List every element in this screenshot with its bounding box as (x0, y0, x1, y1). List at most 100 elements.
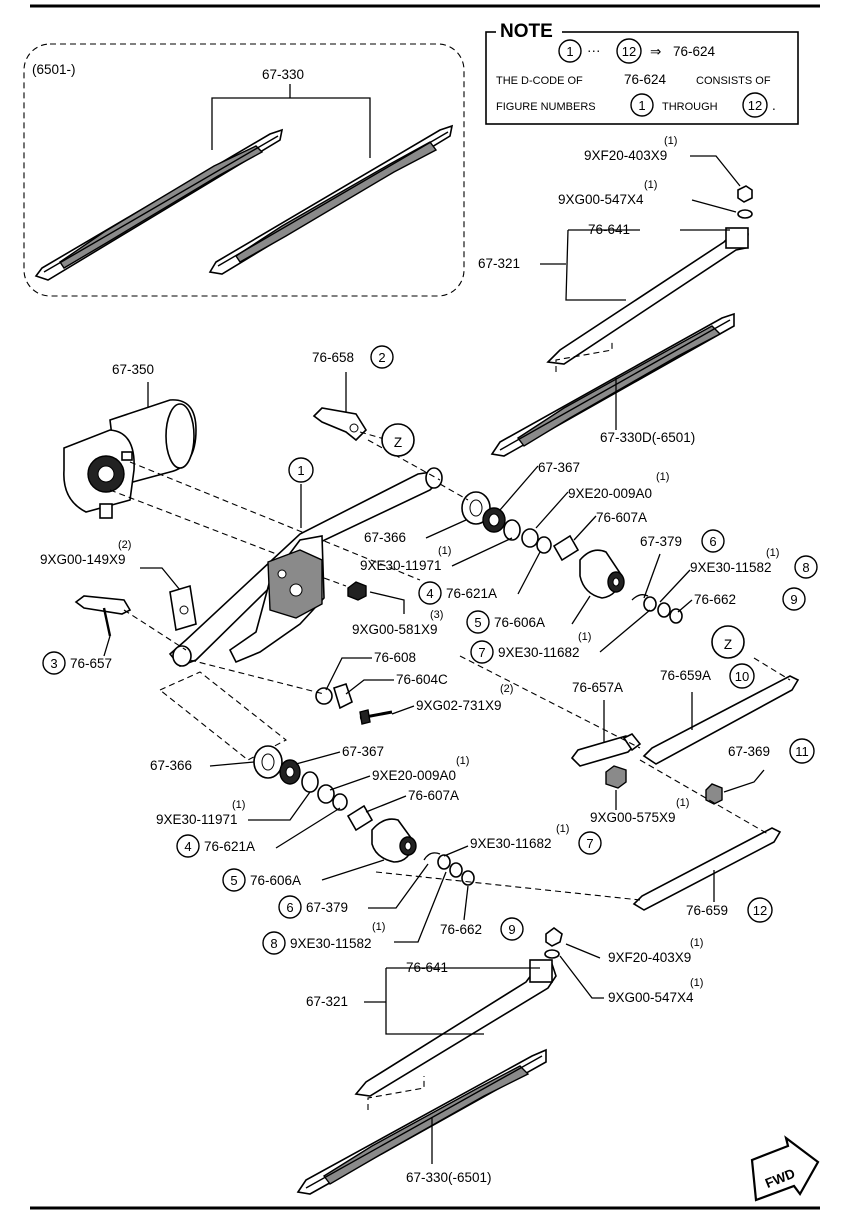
part-label: 76-659 (686, 903, 728, 918)
qty: (1) (438, 545, 451, 557)
figure-number-circle (262, 931, 286, 955)
figure-number: 8 (802, 560, 809, 575)
part-label: 9XE30-11682 (498, 645, 580, 660)
part-label: 67-366 (150, 758, 192, 773)
figure-number-circle (782, 587, 806, 611)
part-label: 76-604C (396, 672, 448, 687)
note-range-end-circle (616, 38, 642, 64)
part-label: 76-607A (596, 510, 647, 525)
wiper-motor (63, 382, 197, 519)
figure-number: 11 (795, 744, 809, 759)
part-label: 9XE30-11582 (290, 936, 372, 951)
qty: (1) (676, 797, 689, 809)
inset-wiper-blade-right (208, 124, 454, 275)
note-line2-suffix: CONSISTS OF (696, 75, 771, 87)
figure-number-circle (701, 529, 725, 553)
part-label: 76-657 (70, 656, 112, 671)
figure-number-circle (578, 831, 602, 855)
part-label: 76-659A (660, 668, 711, 683)
part-label: 67-379 (306, 900, 348, 915)
figure-number: 7 (478, 645, 485, 660)
figure-number-circle (418, 581, 442, 605)
figure-number-circle (176, 834, 200, 858)
part-label: 76-662 (694, 592, 736, 607)
figure-number-circle (729, 663, 755, 689)
figure-number-circle (470, 640, 494, 664)
part-label: 76-641 (406, 960, 448, 975)
washer-icon (737, 209, 753, 219)
note-range-start-circle (558, 39, 582, 63)
figure-number: 5 (474, 615, 481, 630)
part-label: 9XG00-547X4 (608, 990, 694, 1005)
part-label: 76-621A (204, 839, 255, 854)
part-label: 9XG00-575X9 (590, 810, 676, 825)
part-label: 76-606A (494, 615, 545, 630)
figure-number: 6 (286, 900, 293, 915)
figure-number: 5 (230, 873, 237, 888)
figure-number-circle (500, 917, 524, 941)
part-label: 76-657A (572, 680, 623, 695)
figure-number: 2 (378, 350, 385, 365)
part-label: 9XG02-731X9 (416, 698, 502, 713)
qty: (2) (500, 683, 513, 695)
part-label: 67-321 (306, 994, 348, 1009)
note-line3-end-circle (742, 92, 768, 118)
note-box: NOTE 1 ··· 12 ⇒ 76-624 THE D-CODE OF 76-… (485, 21, 799, 125)
pivot-parts-bottom (253, 745, 475, 886)
note-line3-through: THROUGH (662, 101, 718, 113)
figure-number: 3 (50, 656, 57, 671)
washer-icon (544, 949, 560, 959)
figure-number-circle (288, 457, 314, 483)
part-label: 67-367 (342, 744, 384, 759)
part-label: 9XE20-009A0 (372, 768, 456, 783)
part-label: 67-321 (478, 256, 520, 271)
part-label: 67-366 (364, 530, 406, 545)
figure-number: 4 (426, 586, 433, 601)
note-line3-start-circle (630, 93, 654, 117)
part-label: 9XG00-547X4 (558, 192, 644, 207)
inset-box: (6501-) 67-330 (23, 43, 465, 297)
figure-number: 12 (753, 903, 767, 918)
figure-number-circle (794, 555, 818, 579)
inset-label: (6501-) (32, 62, 76, 77)
figure-number: 9 (508, 922, 515, 937)
part-label: 67-330D(-6501) (600, 430, 695, 445)
figure-number: 9 (790, 592, 797, 607)
qty: (1) (664, 135, 677, 147)
figure-number-circle (466, 610, 490, 634)
note-title: NOTE (500, 21, 553, 42)
part-label: 9XF20-403X9 (584, 148, 667, 163)
note-arrow: ⇒ (650, 44, 662, 59)
figure-number: 1 (297, 463, 304, 478)
part-label: 76-641 (588, 222, 630, 237)
part-label: 76-608 (374, 650, 416, 665)
part-label: 9XE30-11971 (156, 812, 238, 827)
fwd-arrow-icon: FWD (750, 1135, 820, 1202)
wiper-arm-top (546, 229, 749, 365)
pivot-parts-top (439, 483, 683, 624)
part-label: 9XE30-11682 (470, 836, 552, 851)
note-dots: ··· (587, 43, 601, 58)
z-marker-top: Z (394, 435, 402, 450)
figure-number: 6 (709, 534, 716, 549)
part-label: 9XE20-009A0 (568, 486, 652, 501)
figure-number-circle (42, 651, 66, 675)
part-label: 67-367 (538, 460, 580, 475)
z-marker-right: Z (724, 637, 732, 652)
z-marker-icon: Z (711, 625, 745, 659)
qty: (1) (232, 799, 245, 811)
part-label: 9XF20-403X9 (608, 950, 691, 965)
figure-number: 10 (735, 669, 749, 684)
part-label: 67-350 (112, 362, 154, 377)
part-label: 76-621A (446, 586, 497, 601)
note-line3-prefix: FIGURE NUMBERS (496, 101, 596, 113)
z-marker-icon: Z (381, 423, 415, 457)
nut-icon (737, 185, 753, 203)
qty: (1) (578, 631, 591, 643)
qty: (1) (556, 823, 569, 835)
qty: (1) (690, 937, 703, 949)
note-dcode: 76-624 (673, 44, 716, 59)
part-label: 9XG00-581X9 (352, 622, 438, 637)
right-linkages (459, 655, 800, 911)
